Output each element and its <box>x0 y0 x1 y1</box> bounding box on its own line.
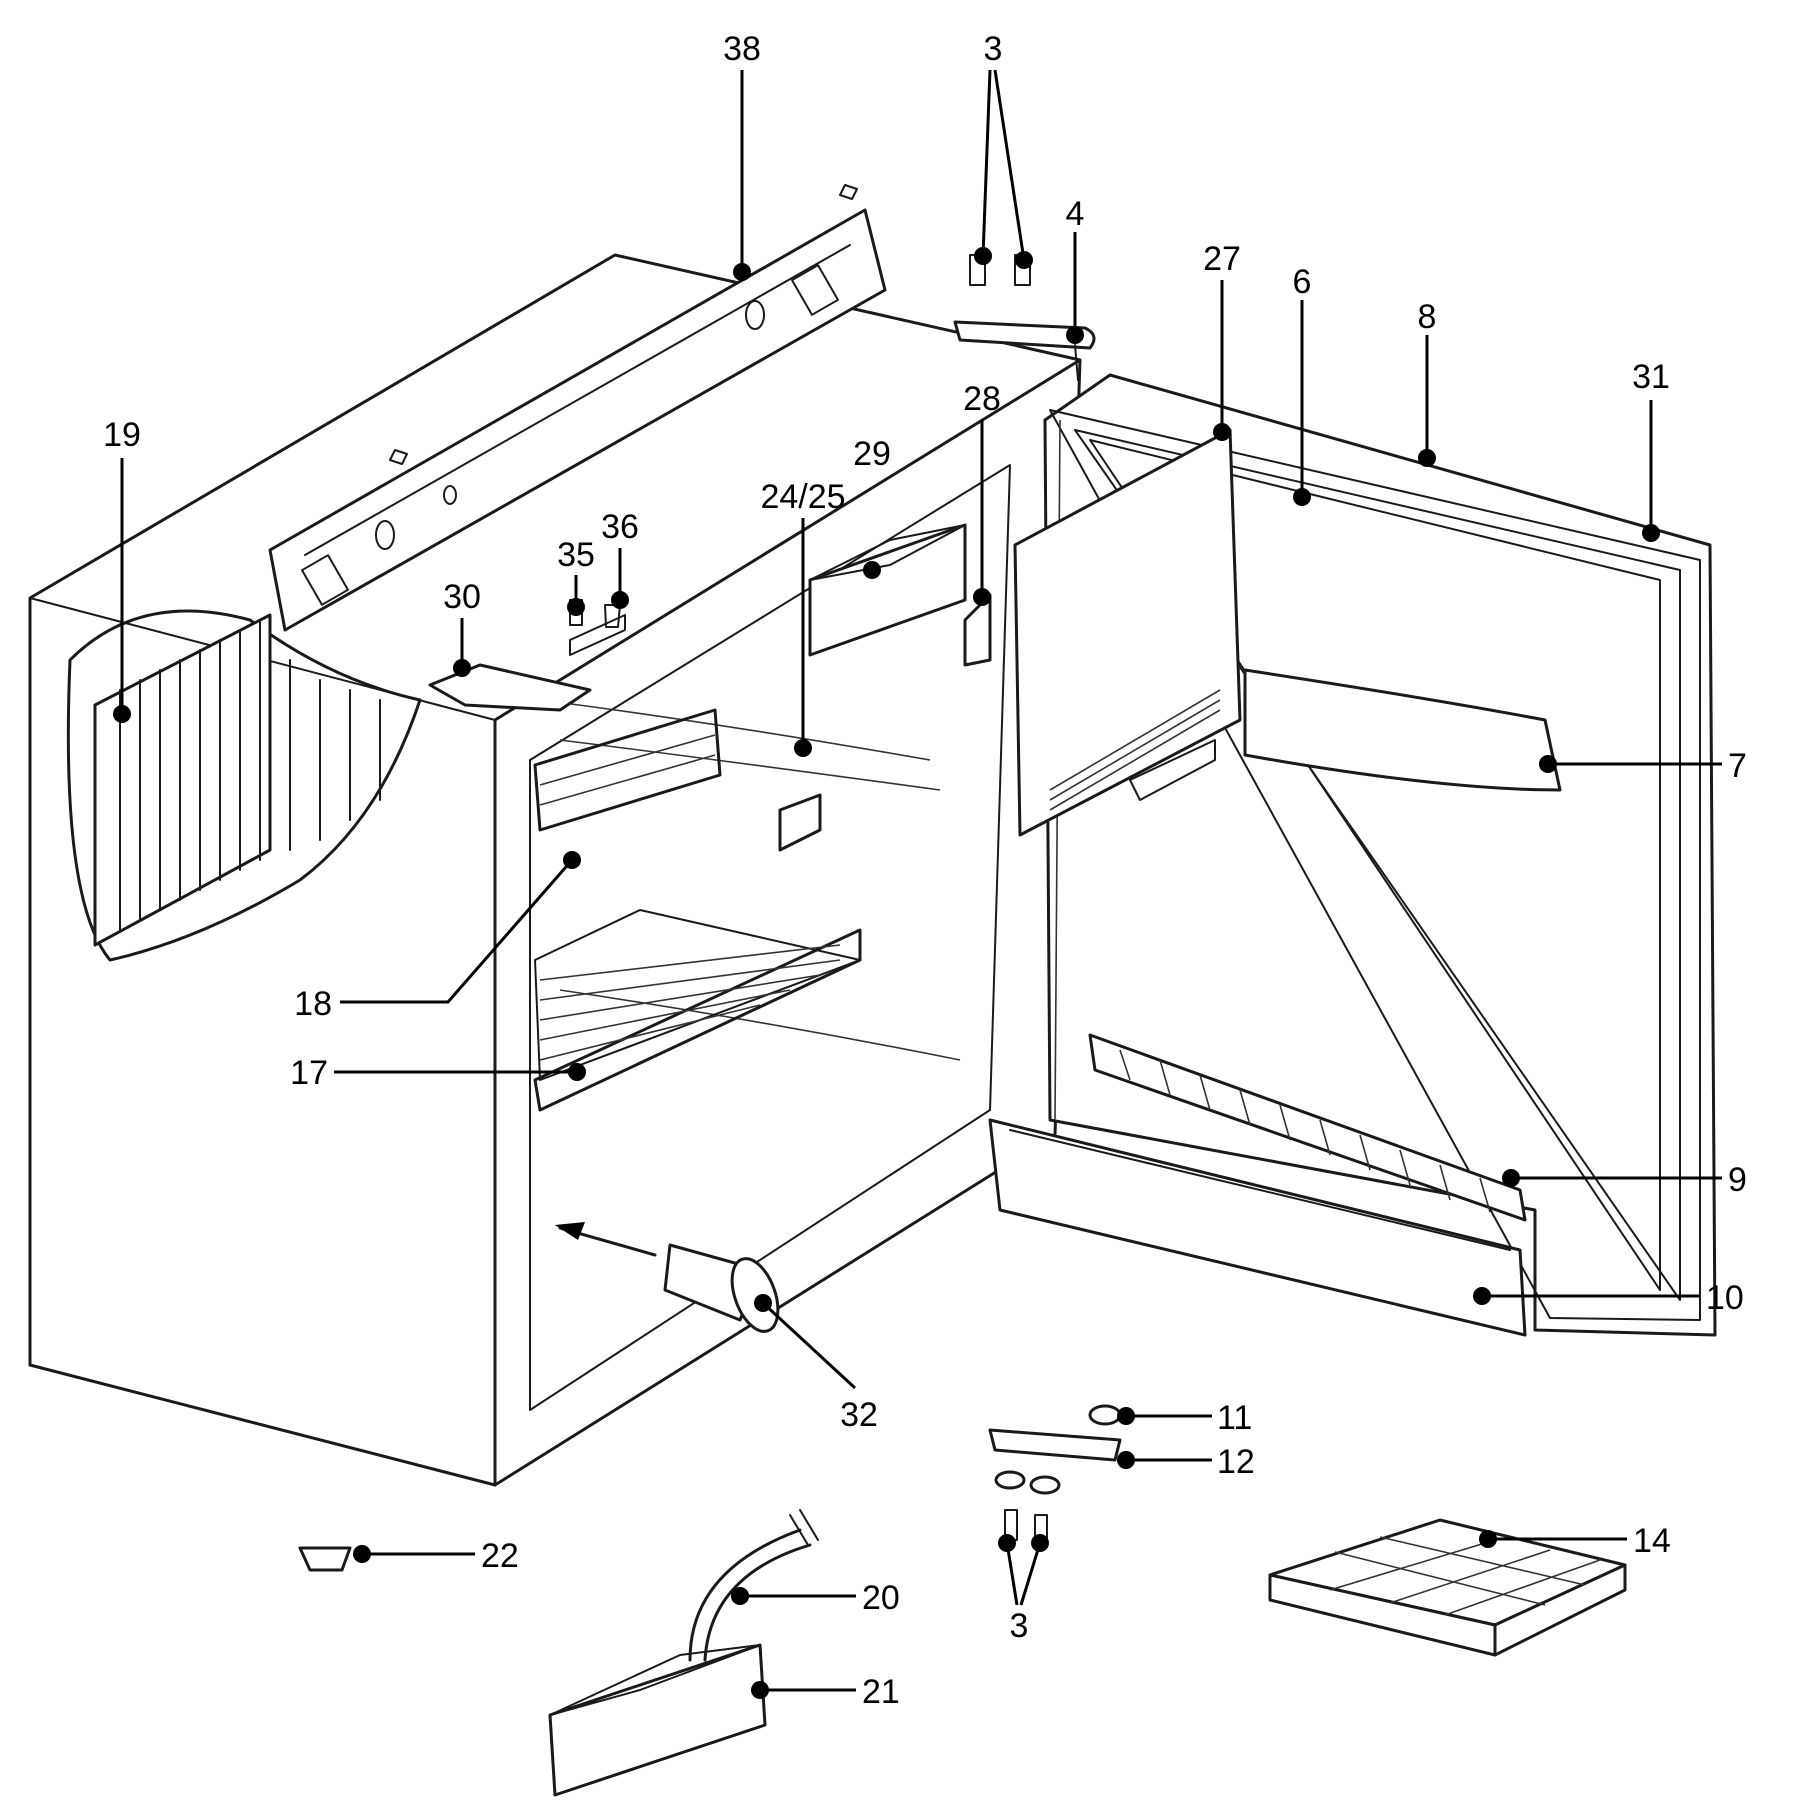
callout-11: 11 <box>1117 1399 1252 1437</box>
callout-label: 14 <box>1633 1522 1671 1560</box>
callout-label: 9 <box>1728 1161 1747 1199</box>
callout-label: 8 <box>1418 298 1437 336</box>
callout-14: 14 <box>1479 1522 1671 1560</box>
shelf-brackets <box>428 599 822 852</box>
callout-label: 3 <box>1010 1607 1029 1645</box>
ice-tray <box>1268 1518 1627 1657</box>
callout-label: 38 <box>723 30 761 68</box>
callout-label: 11 <box>1217 1399 1252 1437</box>
callout-label: 12 <box>1217 1443 1255 1481</box>
callout-36: 36 <box>601 508 639 609</box>
callout-20: 20 <box>731 1579 900 1617</box>
top-hinge <box>953 254 1096 667</box>
callout-label: 36 <box>601 508 639 546</box>
callout-label: 28 <box>963 380 1001 418</box>
callout-12: 12 <box>1117 1443 1255 1481</box>
callout-label: 21 <box>862 1673 900 1711</box>
condenser-fins <box>66 609 422 962</box>
callout-28: 28 <box>963 380 1001 606</box>
callout-9: 9 <box>1502 1161 1747 1199</box>
callout-label: 22 <box>481 1537 519 1575</box>
callout-label: 31 <box>1632 358 1670 396</box>
callout-38: 38 <box>723 30 761 281</box>
callout-label: 10 <box>1706 1279 1744 1317</box>
callout-3-top: 3 <box>974 30 1033 269</box>
freezer-flap <box>1013 428 1242 837</box>
callout-35: 35 <box>557 536 595 616</box>
callout-label: 19 <box>103 416 141 454</box>
callout-29: 29 <box>853 435 891 579</box>
callout-7: 7 <box>1539 747 1747 785</box>
callout-3-bottom: 3 <box>998 1534 1049 1645</box>
callout-31: 31 <box>1632 358 1670 542</box>
callout-label: 32 <box>840 1396 878 1434</box>
callout-22: 22 <box>353 1537 519 1575</box>
callout-30: 30 <box>443 578 481 677</box>
callout-label: 4 <box>1066 195 1085 233</box>
callout-label: 3 <box>984 30 1003 68</box>
callout-21: 21 <box>751 1673 900 1711</box>
wire-shelves <box>533 708 862 1112</box>
callout-8: 8 <box>1418 298 1437 467</box>
callout-label: 27 <box>1203 240 1241 278</box>
callout-32: 32 <box>754 1294 878 1434</box>
callout-label: 24/25 <box>760 478 845 516</box>
callout-label: 35 <box>557 536 595 574</box>
callout-18: 18 <box>294 851 581 1023</box>
callout-19: 19 <box>103 416 141 723</box>
callout-label: 6 <box>1293 263 1312 301</box>
callout-6: 6 <box>1293 263 1312 506</box>
bottom-hinge-parts <box>988 1404 1122 1546</box>
callout-label: 18 <box>294 985 332 1023</box>
callout-label: 30 <box>443 578 481 616</box>
drain-cup <box>298 1546 352 1572</box>
callout-17: 17 <box>290 1054 586 1092</box>
callout-label: 7 <box>1728 747 1747 785</box>
callout-label: 17 <box>290 1054 328 1092</box>
drain-tube <box>555 1222 780 1333</box>
drip-tray <box>548 1509 819 1797</box>
callout-4: 4 <box>1066 195 1085 344</box>
callout-label: 29 <box>853 435 891 473</box>
callout-27: 27 <box>1203 240 1241 441</box>
callout-24-25: 24/25 <box>760 478 846 757</box>
callout-10: 10 <box>1473 1279 1744 1317</box>
control-panel <box>268 184 887 632</box>
callout-label: 20 <box>862 1579 900 1617</box>
